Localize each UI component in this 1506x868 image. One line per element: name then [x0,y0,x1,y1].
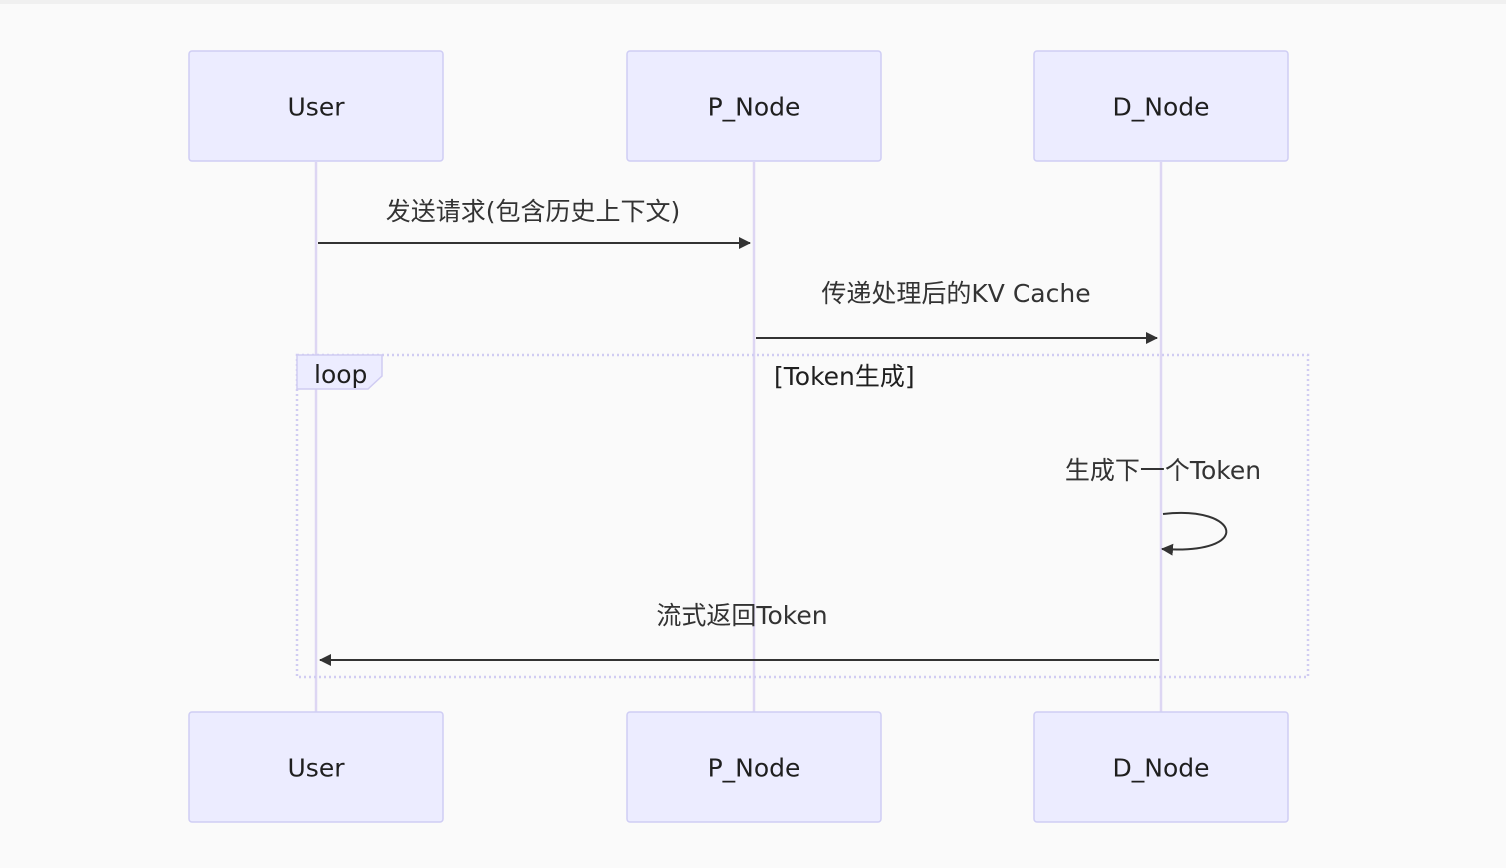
message-send-request: 发送请求(包含历史上下文) [318,197,751,249]
self-loop-arrow [1161,511,1228,556]
actor-label: P_Node [708,754,801,783]
top-edge-strip [0,0,1506,4]
actor-d-node-top: D_Node [1033,50,1289,162]
actor-label: D_Node [1113,93,1210,122]
message-label: 传递处理后的KV Cache [821,279,1090,308]
message-transfer-kv-cache: 传递处理后的KV Cache [756,279,1158,344]
actor-p-node-bottom: P_Node [626,711,882,823]
actor-label: P_Node [708,93,801,122]
message-label: 流式返回Token [656,601,827,630]
actor-d-node-bottom: D_Node [1033,711,1289,823]
loop-condition: [Token生成] [774,362,915,391]
actor-p-node-top: P_Node [626,50,882,162]
loop-keyword: loop [314,360,367,389]
actor-user-top: User [188,50,444,162]
message-generate-next-token: 生成下一个Token [1065,456,1261,556]
actor-label: User [288,754,346,783]
actor-user-bottom: User [188,711,444,823]
message-label: 生成下一个Token [1065,456,1261,485]
loop-tab [296,354,383,390]
actor-label: User [288,93,346,122]
actor-label: D_Node [1113,754,1210,783]
message-label: 发送请求(包含历史上下文) [386,197,681,226]
loop-frame [295,353,1310,679]
message-stream-token: 流式返回Token [319,601,1159,666]
